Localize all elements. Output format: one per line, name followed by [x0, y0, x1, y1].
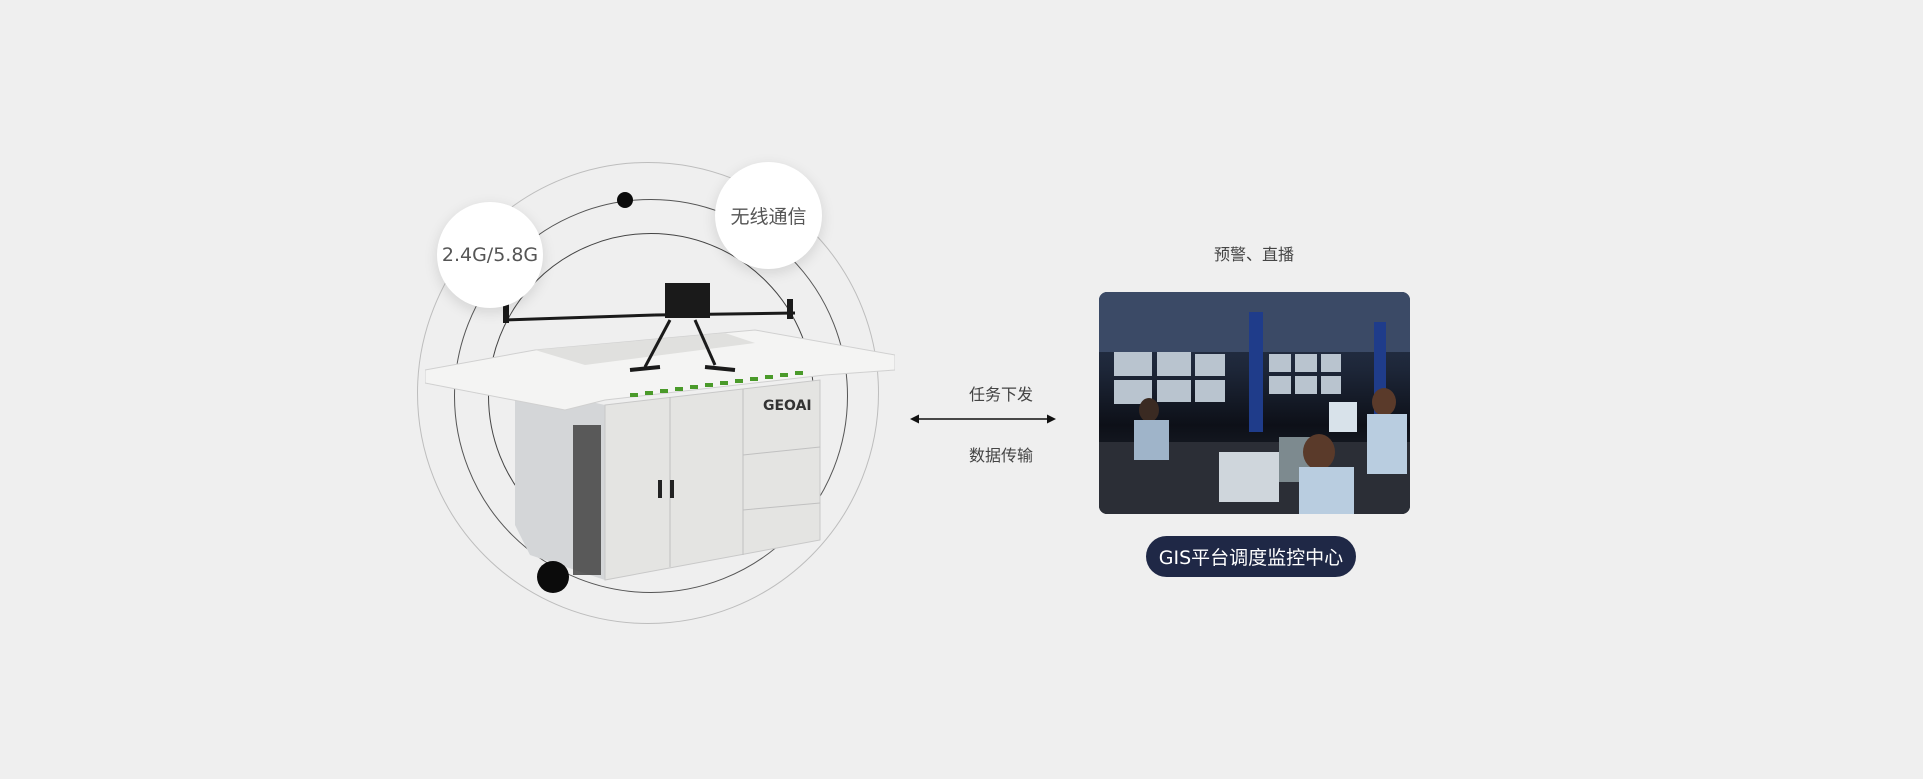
monitoring-center-photo: [1099, 292, 1410, 514]
orbit-dot-large: [537, 561, 569, 593]
warning-live-caption: 预警、直播: [1213, 245, 1295, 264]
drone-nest-cabinet: GEOAI: [424, 275, 896, 595]
orbit-ring-middle: [454, 199, 848, 593]
orbit-dot-small: [617, 192, 633, 208]
frequency-label: 2.4G/5.8G: [441, 244, 539, 266]
bidirectional-arrow-icon: [910, 414, 1056, 424]
orbit-ring-outer: [417, 162, 879, 624]
task-dispatch-label: 任务下发: [968, 385, 1034, 404]
gis-platform-label: GIS平台调度监控中心: [1158, 547, 1344, 569]
data-transfer-label: 数据传输: [968, 446, 1034, 465]
cabinet-logo: GEOAI: [763, 398, 812, 414]
wireless-label: 无线通信: [730, 206, 807, 228]
gis-platform-badge: GIS平台调度监控中心: [1146, 536, 1356, 577]
wireless-bubble: 无线通信: [715, 162, 822, 269]
frequency-bubble: 2.4G/5.8G: [437, 202, 543, 308]
